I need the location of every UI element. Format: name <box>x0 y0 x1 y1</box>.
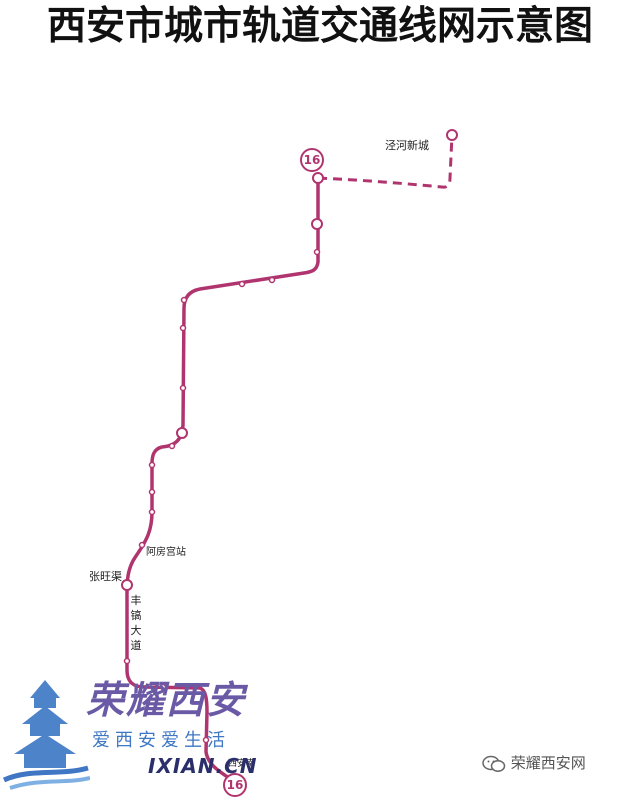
station-dot <box>179 324 187 332</box>
wechat-credit: 荣耀西安网 <box>482 752 586 774</box>
station-interchange <box>176 427 188 439</box>
station-zhangwangqu <box>121 579 133 591</box>
line-16-badge-bottom: 16 <box>223 773 247 797</box>
station-label-jinghe-xincheng: 泾河新城 <box>385 139 429 152</box>
wechat-icon <box>482 755 506 773</box>
watermark-slogan: 爱西安爱生活 <box>92 730 230 751</box>
wechat-credit-text: 荣耀西安网 <box>510 754 586 772</box>
station-label-afang-gong: 阿房宫站 <box>146 547 186 558</box>
station-interchange <box>311 218 323 230</box>
station-label-south: 西安南 <box>228 759 256 769</box>
station-terminus-north <box>446 129 458 141</box>
watermark: 荣耀西安 爱西安爱生活 IXIAN.CN <box>0 672 285 796</box>
station-dot <box>123 657 131 665</box>
station-dot <box>148 461 156 469</box>
watermark-domain: IXIAN.CN <box>148 754 258 778</box>
station-dot <box>138 541 146 549</box>
station-dot <box>202 736 210 744</box>
station-dot <box>179 384 187 392</box>
page-title: 西安市城市轨道交通线网示意图 <box>46 4 593 49</box>
station-dot <box>180 296 188 304</box>
line-16-badge-top: 16 <box>300 148 324 172</box>
station-label-zhangwang-qu: 张旺渠 <box>89 570 122 583</box>
station-dot <box>148 508 156 516</box>
station-junction <box>312 172 324 184</box>
planned-line-segment <box>317 134 454 189</box>
station-dot <box>268 276 276 284</box>
station-dot <box>313 248 321 256</box>
regular-stations <box>123 248 321 744</box>
road-label-fenghao-dadao: 丰镐大道 <box>130 594 142 652</box>
station-dot <box>148 488 156 496</box>
station-dot <box>238 280 246 288</box>
watermark-brand: 荣耀西安 <box>86 677 247 722</box>
station-dot <box>168 442 176 450</box>
bell-tower-logo <box>2 680 90 790</box>
line-16-route <box>125 178 320 782</box>
station-dot <box>159 683 167 691</box>
